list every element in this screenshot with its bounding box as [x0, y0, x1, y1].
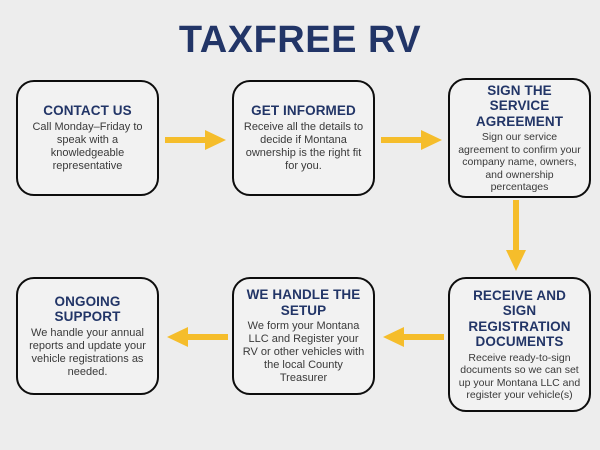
step-title: WE HANDLE THE SETUP [246, 287, 361, 318]
step-body: Sign our service agreement to confirm yo… [458, 131, 581, 193]
step-body: We form your Montana LLC and Register yo… [242, 320, 365, 384]
step-body: Call Monday–Friday to speak with a knowl… [32, 120, 143, 172]
step-title: ONGOING SUPPORT [54, 293, 121, 325]
step-title: CONTACT US [43, 103, 132, 119]
step-body: Receive ready-to-sign documents so we ca… [458, 351, 581, 402]
step-body: We handle your annual reports and update… [29, 326, 146, 378]
page-title: TAXFREE RV [178, 19, 422, 61]
arrow-right-icon [165, 128, 227, 152]
step-card-ongoing-support: ONGOING SUPPORT We handle your annual re… [16, 277, 159, 395]
arrow-left-icon [382, 325, 444, 349]
step-title: SIGN THE SERVICE AGREEMENT [475, 82, 564, 129]
arrow-right-icon [381, 128, 443, 152]
step-card-contact-us: CONTACT US Call Monday–Friday to speak w… [16, 80, 159, 196]
arrow-down-icon [504, 200, 528, 272]
step-card-receive-and-sign-registration-documents: RECEIVE AND SIGN REGISTRATION DOCUMENTS … [448, 277, 591, 412]
step-title: RECEIVE AND SIGN REGISTRATION DOCUMENTS [468, 287, 571, 350]
step-title: GET INFORMED [251, 103, 356, 119]
step-card-we-handle-the-setup: WE HANDLE THE SETUP We form your Montana… [232, 277, 375, 395]
arrow-left-icon [166, 325, 228, 349]
step-body: Receive all the details to decide if Mon… [243, 120, 364, 172]
step-card-get-informed: GET INFORMED Receive all the details to … [232, 80, 375, 196]
step-card-sign-the-service-agreement: SIGN THE SERVICE AGREEMENT Sign our serv… [448, 78, 591, 198]
